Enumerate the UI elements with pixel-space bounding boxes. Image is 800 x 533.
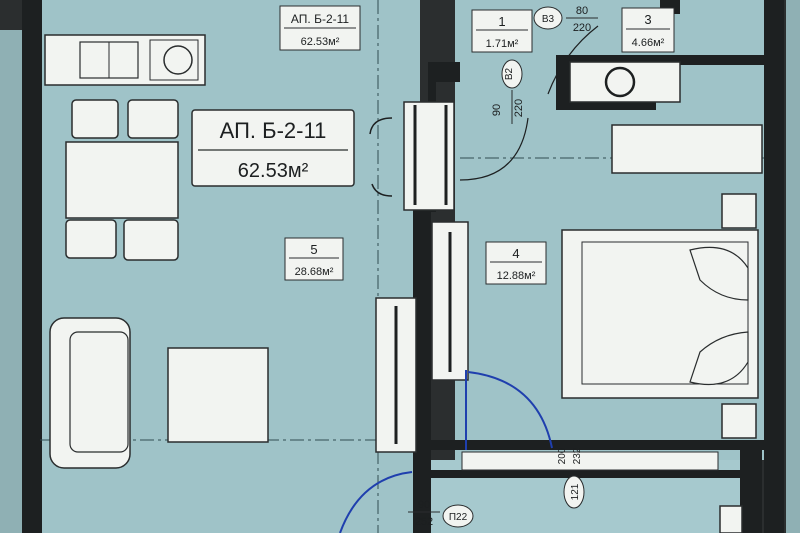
door-tag-121: 121 200 232 — [557, 447, 585, 509]
door-b2-width: 90 — [491, 104, 503, 116]
pillow-top — [689, 246, 749, 301]
kitchen-counter — [44, 34, 206, 86]
door-tag-p22-label: П22 — [449, 512, 468, 523]
door-tag-121-label: 121 — [570, 483, 581, 500]
apartment-label-main: АП. Б-2-11 62.53м² — [191, 109, 355, 187]
door-tag-b2: В2 90 220 — [491, 59, 525, 124]
wall-hall-bottom — [415, 470, 755, 478]
apartment-label-box — [191, 109, 355, 187]
door-tag-b3-oval — [533, 6, 563, 30]
wall-bath-top — [556, 55, 768, 65]
hall-cabinet — [719, 505, 743, 533]
sofa — [49, 317, 131, 469]
bathroom-tile-band — [611, 124, 763, 174]
wall-right — [764, 0, 784, 533]
room-area-4: 12.88м² — [497, 270, 536, 282]
room-number-5: 5 — [310, 242, 317, 257]
neighbor-floor-right — [786, 0, 800, 533]
swing-arrow-top — [369, 117, 393, 135]
door-tag-p22: 90 252 П22 — [408, 499, 474, 528]
door-b3-width: 80 — [576, 5, 588, 17]
coffee-table — [167, 347, 269, 443]
neighbor-floor-left — [0, 30, 26, 533]
bed-mattress — [581, 241, 749, 385]
door-p22-width: 90 — [418, 499, 430, 511]
sofa-seat — [69, 331, 129, 453]
room-tag-5: 5 28.68м² — [284, 237, 344, 281]
room-tag-1-box — [471, 9, 533, 53]
apartment-label-small: АП. Б-2-11 62.53м² — [279, 5, 361, 51]
door-tag-b2-oval — [501, 59, 523, 89]
door-tag-b3: В3 80 220 — [533, 5, 598, 34]
chair-bottom-right — [123, 219, 179, 261]
apartment-code-small: АП. Б-2-11 — [291, 12, 349, 26]
room-tag-1: 1 1.71м² — [471, 9, 533, 53]
kitchen-hob-frame — [149, 39, 199, 81]
wall-bath-bottom — [556, 100, 656, 110]
door-tag-b2-label: В2 — [504, 67, 515, 80]
door-b2-height: 220 — [513, 99, 525, 117]
chair-top-right — [127, 99, 179, 139]
door-121-height: 232 — [572, 447, 583, 464]
chair-bottom-left — [65, 219, 117, 259]
door-tag-p22-oval — [442, 504, 474, 528]
wall-right-lower — [740, 450, 762, 533]
door-arc-entrance — [467, 371, 553, 449]
room-tag-4: 4 12.88м² — [485, 241, 547, 285]
room-tag-5-box — [284, 237, 344, 281]
room-area-1: 1.71м² — [486, 38, 519, 50]
room-area-3: 4.66м² — [632, 37, 665, 49]
toilet-icon — [604, 66, 636, 98]
door-121-width: 200 — [557, 447, 568, 464]
room-number-1: 1 — [498, 14, 505, 29]
wall-left — [22, 0, 42, 533]
hob-burner — [163, 45, 193, 75]
apartment-area-small: 62.53м² — [301, 36, 340, 48]
dining-table — [65, 141, 179, 219]
apartment-area: 62.53м² — [238, 160, 309, 182]
door-tag-121-oval — [563, 475, 585, 509]
wall-hall-top — [415, 440, 767, 450]
room-tag-3: 3 4.66м² — [621, 7, 675, 53]
door-arc-b2 — [459, 117, 529, 181]
room-tag-3-box — [621, 7, 675, 53]
room-tag-4-box — [485, 241, 547, 285]
door-b3-height: 220 — [573, 22, 591, 34]
door-arc-p22 — [339, 471, 413, 533]
nightstand-bottom — [721, 403, 757, 439]
door-p22-height: 252 — [415, 516, 433, 528]
room-area-5: 28.68м² — [295, 266, 334, 278]
door-tag-b3-label: В3 — [542, 14, 555, 25]
swing-arrow-bottom — [371, 183, 393, 197]
wall-center-lower — [415, 478, 423, 533]
door-arc-b3 — [547, 25, 599, 95]
nightstand-top — [721, 193, 757, 229]
chair-top-left — [71, 99, 119, 139]
apartment-code: АП. Б-2-11 — [220, 118, 327, 143]
room-number-3: 3 — [644, 12, 651, 27]
pillow-bottom — [689, 331, 749, 386]
hall-opening — [461, 451, 719, 471]
room-number-4: 4 — [512, 246, 519, 261]
